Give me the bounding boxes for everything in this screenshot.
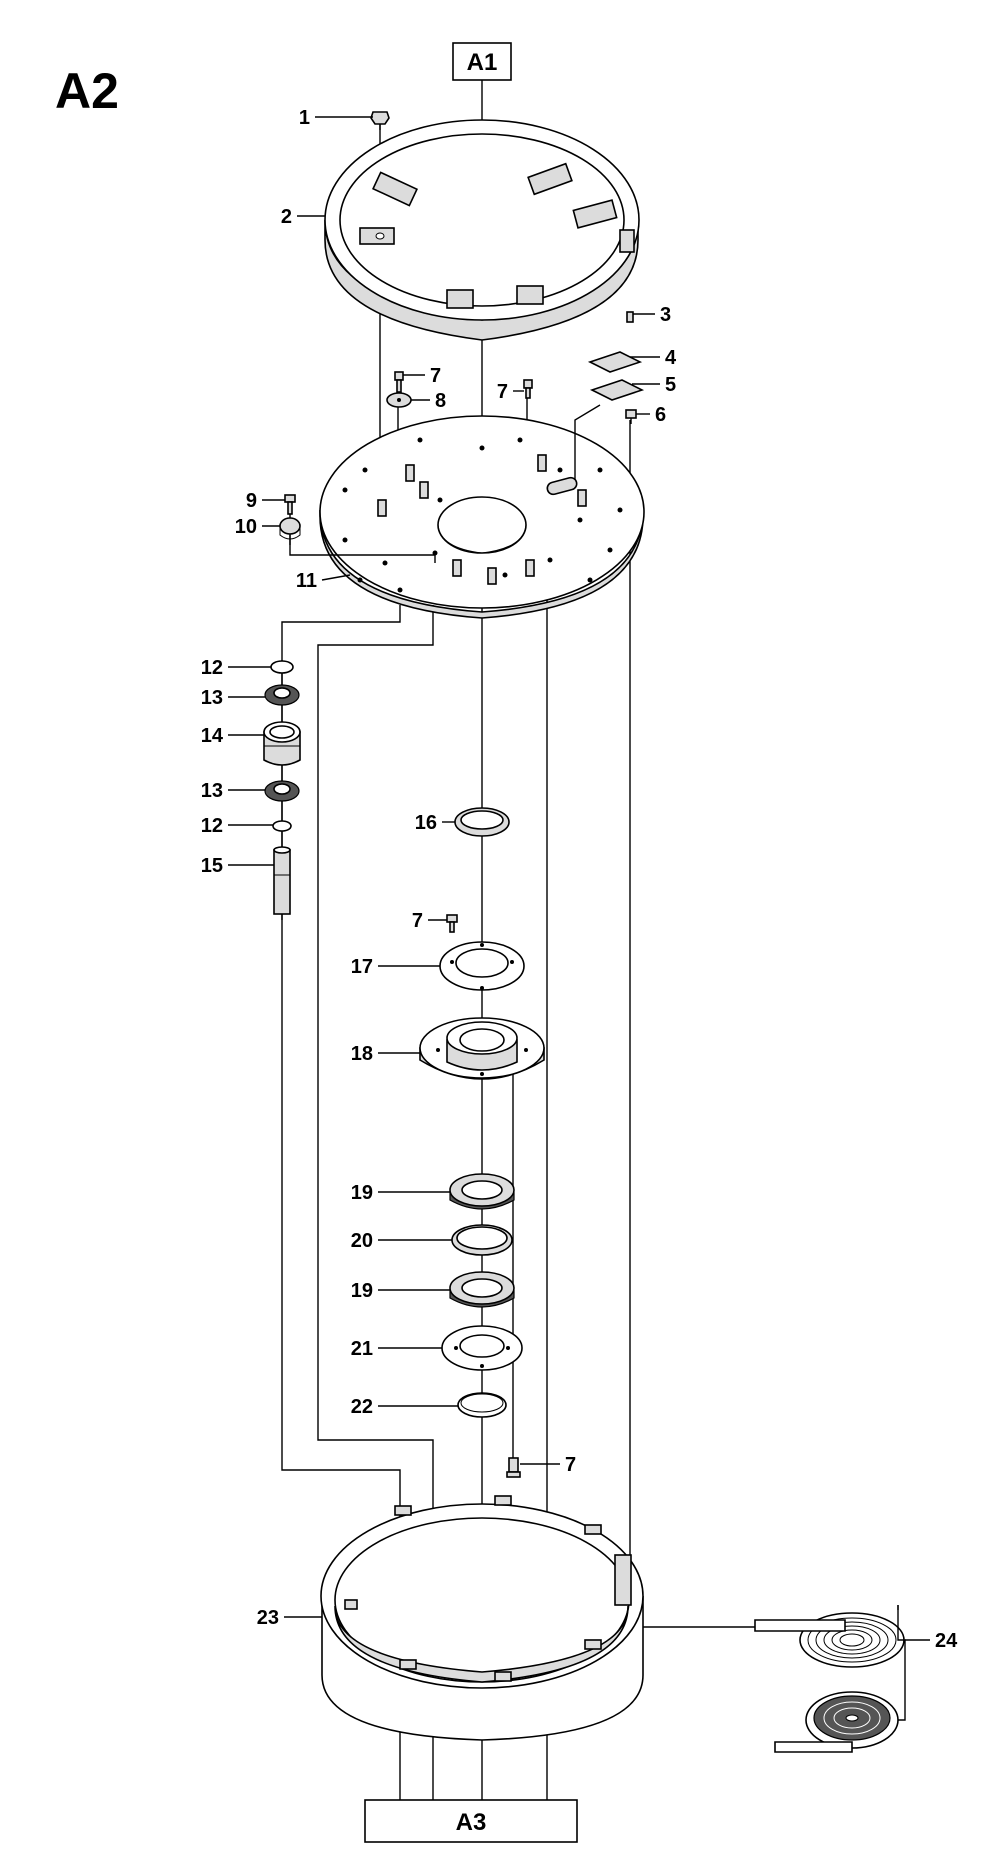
flange-21 [441,1325,523,1371]
callout-21: 21 [351,1338,373,1360]
callout-13-b: 13 [201,780,223,802]
shim-plate-5 [589,379,645,401]
bearing-13-top [264,684,300,706]
callout-9: 9 [246,490,257,512]
callout-7-b: 7 [497,381,508,403]
callout-8: 8 [435,390,446,412]
spiral-spring-24-upper [754,1612,905,1668]
screw-7-lower [506,1457,521,1478]
top-screw [370,111,390,130]
callout-16: 16 [415,812,437,834]
shaft-15 [273,846,291,915]
callout-19-b: 19 [351,1280,373,1302]
flange-17 [439,941,525,991]
callout-leaders [228,116,930,1721]
screw-6 [625,409,637,424]
callout-1: 1 [299,107,310,129]
shim-leader [574,404,601,480]
callout-19-a: 19 [351,1182,373,1204]
reference-box-top: A1 [452,42,512,81]
washer-8 [386,392,412,408]
callout-7-d: 7 [565,1454,576,1476]
reference-box-top-label: A1 [467,49,498,76]
callout-7-a: 7 [430,365,441,387]
callout-12-a: 12 [201,657,223,679]
washer-leader [289,535,436,563]
screw-9 [284,494,296,515]
callout-15: 15 [201,855,223,877]
top-ring [324,119,640,341]
callout-24: 24 [935,1630,958,1652]
callout-3: 3 [660,304,671,326]
reference-box-bottom: A3 [364,1799,578,1843]
callout-23: 23 [257,1607,279,1629]
callout-4: 4 [665,347,677,369]
callout-10: 10 [235,516,257,538]
callout-13-a: 13 [201,687,223,709]
callout-11: 11 [296,570,317,592]
callout-14: 14 [201,725,224,747]
screw-7-upper-flange [446,914,458,933]
callout-5: 5 [665,374,676,396]
screw-7-middle [523,379,533,399]
housing-18 [419,1017,545,1080]
base-plate [319,415,645,619]
callout-2: 2 [281,206,292,228]
callout-7-c: 7 [412,910,423,932]
diagram-title: A2 [55,63,119,119]
bushing-14 [263,721,301,766]
circlip-12-bottom [272,820,292,832]
screw-7-left [394,371,404,393]
seal-ring-16 [454,807,510,837]
bearing-13-bottom [264,780,300,802]
bearing-19-bottom [449,1271,515,1308]
callout-numbers: 1 2 3 4 5 6 7 8 7 9 10 11 12 13 14 13 12… [201,107,958,1652]
callout-6: 6 [655,404,666,426]
small-screw-3 [626,311,634,323]
circlip-12-top [270,660,294,674]
callout-18: 18 [351,1043,373,1065]
spiral-spring-24-lower [774,1691,899,1753]
bottom-housing [320,1495,644,1741]
retaining-ring-22 [457,1392,507,1418]
spacer-ring-20 [451,1224,513,1256]
shim-plate-4 [587,351,643,373]
reference-box-bottom-label: A3 [456,1809,487,1836]
callout-17: 17 [351,956,373,978]
bearing-19-top [449,1173,515,1210]
callout-20: 20 [351,1230,373,1252]
callout-12-b: 12 [201,815,223,837]
callout-22: 22 [351,1396,373,1418]
